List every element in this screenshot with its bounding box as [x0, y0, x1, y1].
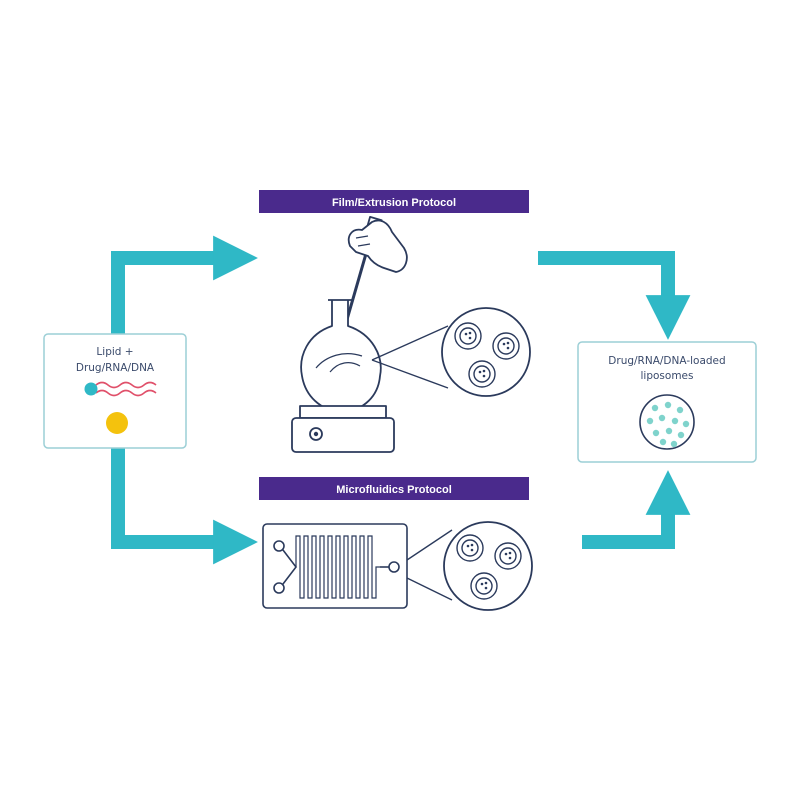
arrow-film-to-output	[538, 251, 691, 340]
liposome-icon	[494, 542, 522, 570]
liposome-icon	[470, 572, 498, 600]
stir-plate-icon	[299, 405, 387, 419]
input-box: Lipid + Drug/RNA/DNA	[43, 333, 187, 449]
loaded-liposome-icon	[639, 394, 695, 450]
drug-particle-icon	[106, 412, 128, 434]
input-label-line1: Lipid +	[96, 346, 133, 358]
microfluidic-chip-icon	[262, 523, 408, 609]
liposome-icon	[492, 332, 520, 360]
liposome-icon	[468, 360, 496, 388]
microfluidics-protocol-banner: Microfluidics Protocol	[259, 477, 529, 500]
output-label-line2: liposomes	[641, 370, 694, 382]
microfluidics-protocol-label: Microfluidics Protocol	[336, 484, 452, 496]
flask-icon	[300, 299, 382, 413]
arrow-microfluidics-to-output	[582, 470, 691, 549]
output-box: Drug/RNA/DNA-loaded liposomes	[577, 341, 757, 463]
film-zoom-callout	[371, 307, 531, 397]
input-label-line2: Drug/RNA/DNA	[76, 362, 155, 374]
microfluidics-zoom-callout	[406, 521, 533, 611]
film-protocol-banner: Film/Extrusion Protocol	[259, 190, 529, 213]
arrow-input-to-microfluidics	[111, 448, 258, 565]
lipid-molecule-icon	[84, 381, 157, 397]
liposome-icon	[454, 322, 482, 350]
hand-icon	[347, 219, 408, 273]
film-protocol-label: Film/Extrusion Protocol	[332, 197, 456, 209]
liposome-icon	[456, 534, 484, 562]
output-label-line1: Drug/RNA/DNA-loaded	[608, 355, 725, 367]
flask-stirrer-illustration	[291, 215, 408, 453]
flow-arrows	[111, 235, 691, 565]
arrow-input-to-film	[111, 235, 258, 338]
